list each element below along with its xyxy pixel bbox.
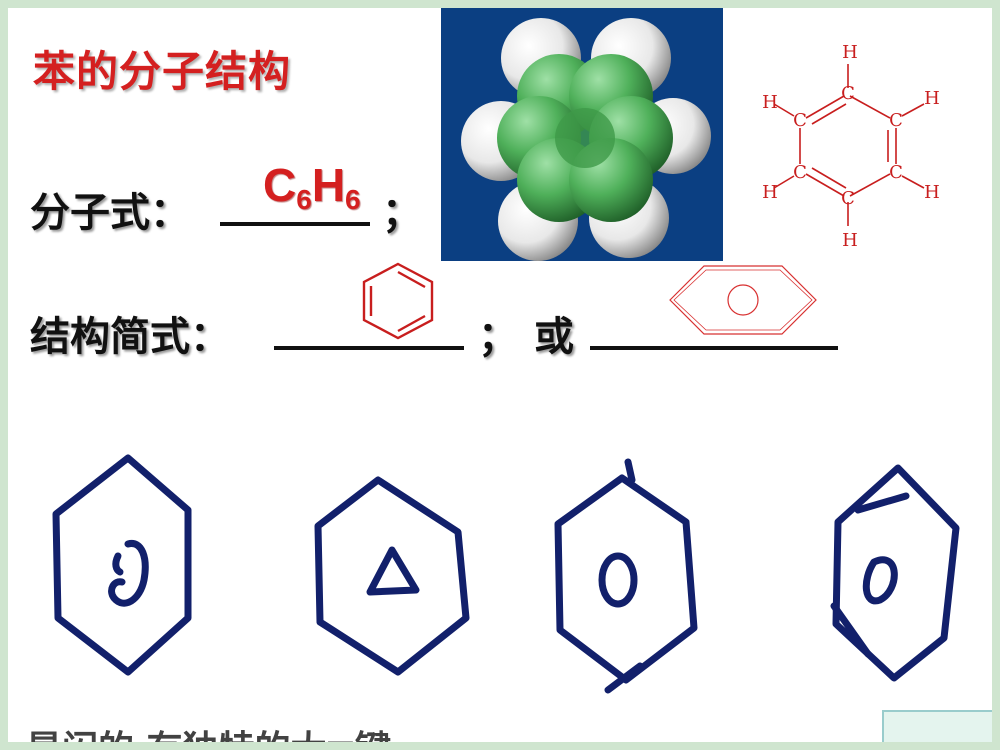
atom-h: H	[842, 230, 858, 251]
handwritten-hexagon-2	[314, 476, 470, 676]
page-title: 苯的分子结构	[33, 47, 292, 96]
atom-h: H	[924, 88, 940, 109]
handwritten-structures	[52, 454, 960, 694]
atom-h: H	[924, 182, 940, 203]
formula-blank	[220, 222, 370, 226]
molecular-formula-label: 分子式：	[30, 190, 190, 236]
atom-c: C	[793, 110, 807, 131]
molecular-formula: C6H6	[263, 159, 361, 215]
molecular-formula-line: 分子式： ；	[30, 180, 422, 238]
handwritten-hexagon-4	[830, 464, 960, 682]
atom-h: H	[762, 92, 778, 113]
atom-c: C	[841, 188, 855, 209]
atom-c: C	[841, 83, 855, 104]
atom-c: C	[889, 110, 903, 131]
structure-blank-1	[274, 346, 464, 350]
carbon-atoms	[497, 54, 673, 222]
structure-blank-2	[590, 346, 838, 350]
space-filling-model	[441, 8, 723, 261]
atom-h: H	[762, 182, 778, 203]
structural-formula-line: 结构简式： ； 或	[30, 304, 838, 362]
kekule-hexagon-icon	[362, 262, 434, 340]
aromatic-hexagon-icon	[669, 265, 817, 335]
or-label: 或	[534, 314, 574, 360]
kekule-structure-diagram: C C C C C C H H H H H H	[762, 42, 940, 251]
atom-c: C	[793, 162, 807, 183]
handwritten-hexagon-1	[52, 454, 192, 676]
corner-decoration	[882, 710, 992, 742]
handwritten-hexagon-3	[554, 458, 698, 694]
structural-formula-label: 结构简式：	[30, 314, 230, 360]
atom-c: C	[889, 162, 903, 183]
atom-h: H	[842, 42, 858, 63]
semicolon: ；	[478, 314, 518, 360]
semicolon: ；	[382, 190, 422, 236]
bottom-text: 是闪的 有独特的大π键。	[26, 720, 427, 742]
slide: 苯的分子结构	[8, 8, 992, 742]
